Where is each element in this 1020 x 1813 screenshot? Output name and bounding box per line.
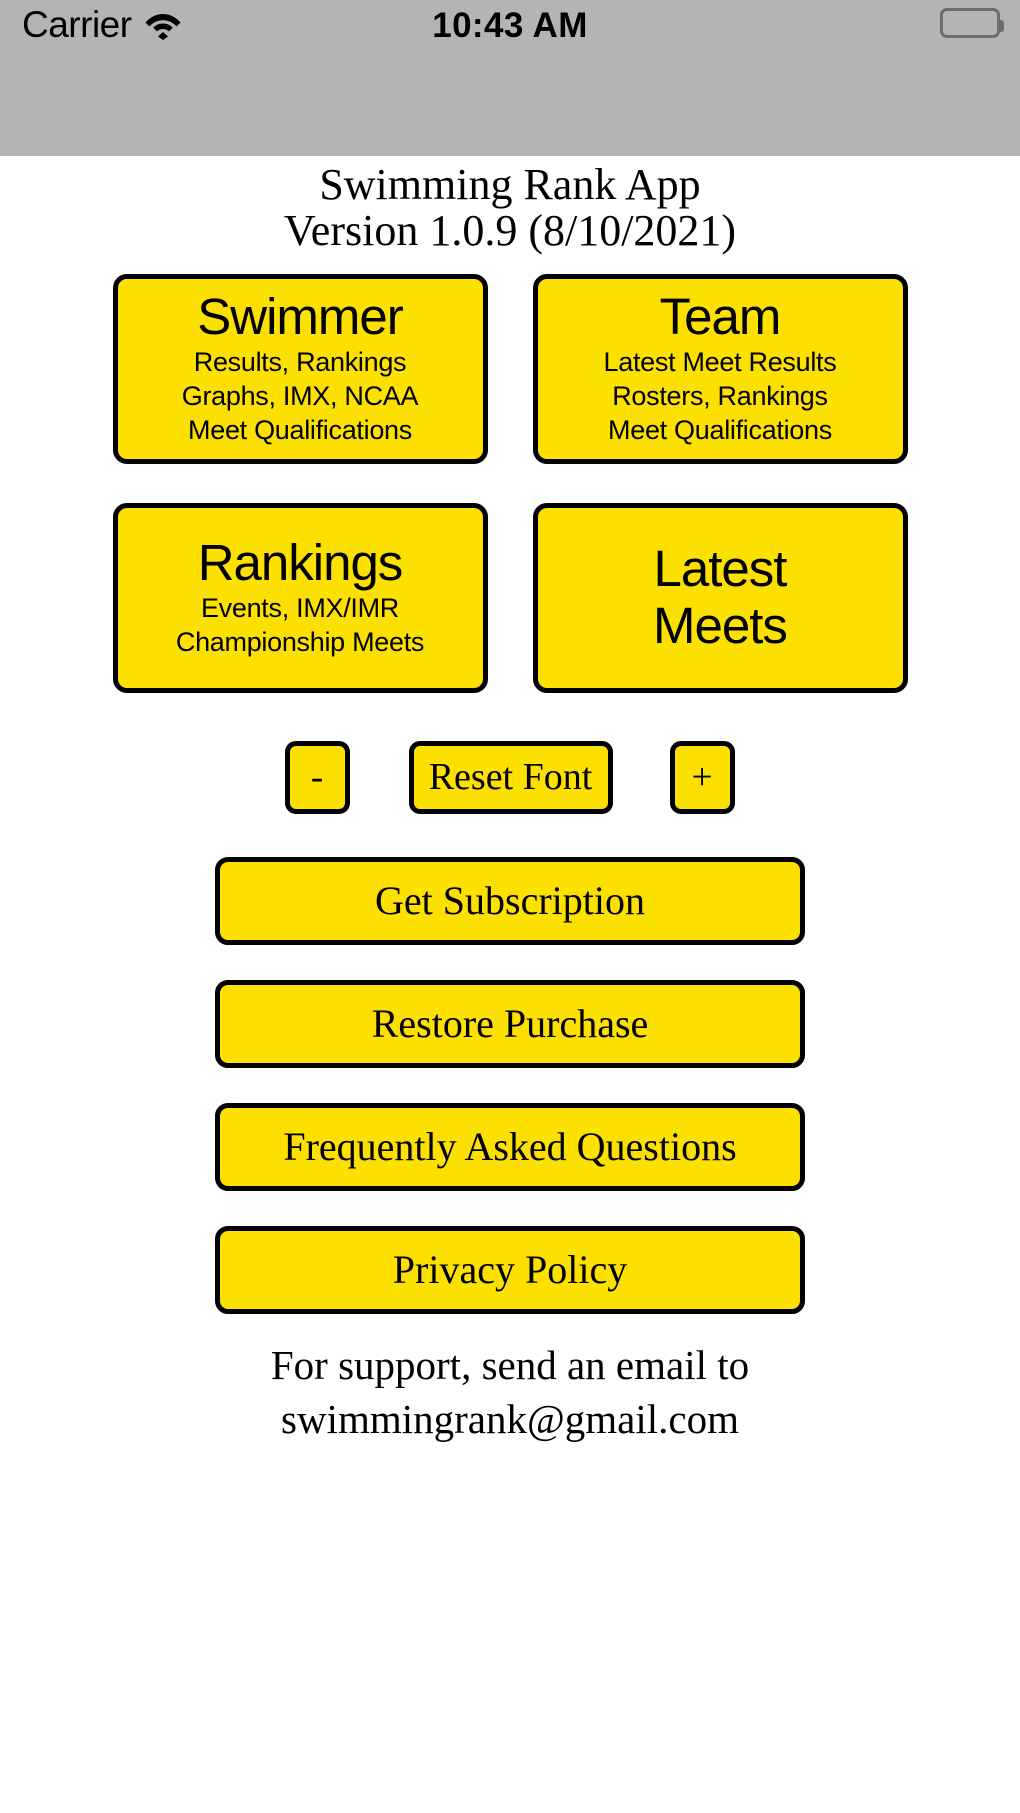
status-bar-right (940, 8, 1004, 38)
increase-font-button[interactable]: + (669, 740, 735, 814)
latest-meets-title-line-1: Latest (653, 540, 788, 598)
support-text: For support, send an email to swimmingra… (0, 1338, 1020, 1447)
main-content: Swimming Rank App Version 1.0.9 (8/10/20… (0, 156, 1020, 1447)
swimmer-subtitle: Results, Rankings Graphs, IMX, NCAA Meet… (181, 345, 419, 447)
status-bar-clock: 10:43 AM (432, 6, 588, 45)
tile-grid: Swimmer Results, Rankings Graphs, IMX, N… (112, 273, 908, 693)
team-title: Team (659, 287, 782, 345)
status-bar-left: Carrier (22, 4, 182, 46)
swimmer-sub-line-2: Graphs, IMX, NCAA (181, 381, 419, 411)
page-title: Swimming Rank App Version 1.0.9 (8/10/20… (0, 156, 1020, 254)
rankings-sub-line-1: Events, IMX/IMR (200, 593, 400, 623)
team-button[interactable]: Team Latest Meet Results Rosters, Rankin… (532, 273, 908, 464)
status-bar: Carrier 10:43 AM (0, 0, 1020, 156)
team-subtitle: Latest Meet Results Rosters, Rankings Me… (604, 345, 837, 447)
faq-button[interactable]: Frequently Asked Questions (215, 1102, 805, 1191)
battery-cap (999, 20, 1004, 32)
support-email: swimmingrank@gmail.com (281, 1396, 739, 1443)
wifi-icon (144, 10, 182, 40)
rankings-title: Rankings (197, 533, 404, 591)
font-size-controls: - Reset Font + (113, 740, 908, 814)
app-version: Version 1.0.9 (8/10/2021) (283, 205, 737, 255)
get-subscription-button[interactable]: Get Subscription (215, 856, 805, 945)
app-title: Swimming Rank App (319, 160, 701, 209)
rankings-subtitle: Events, IMX/IMR Championship Meets (175, 591, 425, 659)
carrier-label: Carrier (22, 4, 132, 45)
team-sub-line-2: Rosters, Rankings (612, 381, 828, 411)
swimmer-title: Swimmer (197, 287, 403, 345)
privacy-policy-button[interactable]: Privacy Policy (215, 1225, 805, 1314)
latest-meets-button[interactable]: Latest Meets (532, 502, 908, 693)
swimmer-sub-line-1: Results, Rankings (193, 346, 407, 377)
team-sub-line-3: Meet Qualifications (608, 415, 832, 446)
action-button-list: Get Subscription Restore Purchase Freque… (215, 856, 805, 1314)
decrease-font-button[interactable]: - (284, 740, 350, 814)
rankings-sub-line-2: Championship Meets (175, 627, 425, 658)
swimmer-button[interactable]: Swimmer Results, Rankings Graphs, IMX, N… (112, 273, 488, 464)
support-line-1: For support, send an email to (270, 1341, 750, 1388)
team-sub-line-1: Latest Meet Results (603, 346, 837, 377)
reset-font-button[interactable]: Reset Font (408, 740, 613, 814)
swimmer-sub-line-3: Meet Qualifications (188, 415, 412, 446)
restore-purchase-button[interactable]: Restore Purchase (215, 979, 805, 1068)
latest-meets-title-line-2: Meets (653, 596, 788, 654)
rankings-button[interactable]: Rankings Events, IMX/IMR Championship Me… (112, 502, 488, 693)
battery-icon (940, 8, 1004, 38)
